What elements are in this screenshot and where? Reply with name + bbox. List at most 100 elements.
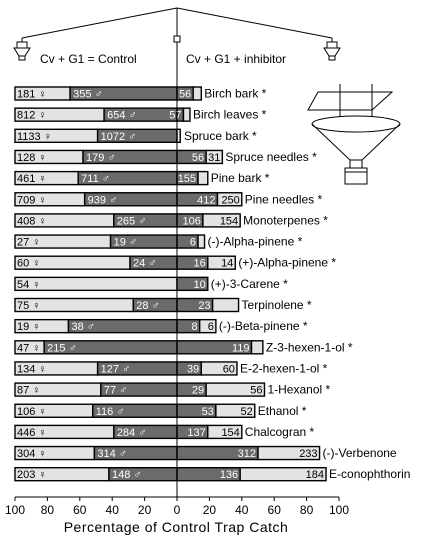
control-female-label: 106 ♀ bbox=[17, 406, 47, 418]
inhibitor-male-label: 23 bbox=[198, 300, 210, 312]
inhibitor-male-label: 312 bbox=[238, 448, 256, 460]
inhibitor-male-label: 119 bbox=[232, 342, 250, 354]
inhibitor-female-label: 154 bbox=[221, 427, 239, 439]
control-male-label: 148 ♂ bbox=[112, 469, 142, 481]
control-male-label: 1072 ♂ bbox=[101, 131, 137, 143]
inhibitor-female-bar bbox=[197, 170, 209, 186]
category-label: (-)-Verbenone bbox=[323, 446, 397, 460]
category-label: Z-3-hexen-1-ol * bbox=[266, 340, 353, 354]
category-label: (-)-Alpha-pinene * bbox=[208, 235, 303, 249]
control-female-label: 408 ♀ bbox=[17, 215, 47, 227]
inhibitor-male-label: 56 bbox=[192, 152, 204, 164]
inhibitor-female-bar bbox=[197, 234, 206, 249]
trap-diagram: Cv + G1 = Control Cv + G1 + inhibitor bbox=[13, 7, 341, 88]
category-label: Spruce bark * bbox=[184, 129, 257, 143]
control-female-label: 128 ♀ bbox=[17, 152, 47, 164]
control-female-label: 1133 ♀ bbox=[17, 131, 52, 143]
inhibitor-female-bar bbox=[182, 107, 191, 122]
left-suspension-line bbox=[21, 7, 178, 39]
inhibitor-male-label: 10 bbox=[194, 279, 206, 291]
inhibitor-female-bar bbox=[205, 149, 224, 165]
category-label: (-)-Beta-pinene * bbox=[219, 319, 308, 333]
right-trap-icon bbox=[323, 38, 341, 61]
control-male-label: 77 ♂ bbox=[104, 385, 128, 397]
control-male-label: 127 ♂ bbox=[101, 363, 131, 375]
inhibitor-male-label: 106 bbox=[183, 215, 201, 227]
category-label: Spruce needles * bbox=[225, 150, 317, 164]
inhibitor-male-label: 29 bbox=[192, 385, 204, 397]
control-male-label: 24 ♂ bbox=[133, 258, 157, 270]
bar-row: 1133 ♀ 1072 ♂ Spruce bark * bbox=[14, 128, 257, 144]
x-tick-label: 20 bbox=[203, 503, 217, 517]
bar-row: 304 ♀ 314 ♂ 312 233 (-)-Verbenone bbox=[14, 445, 397, 461]
control-female-label: 19 ♀ bbox=[17, 321, 41, 333]
control-female-label: 27 ♀ bbox=[17, 237, 41, 249]
x-tick-label: 80 bbox=[300, 503, 314, 517]
inhibitor-male-label: 56 bbox=[179, 89, 191, 101]
x-tick-label: 100 bbox=[5, 503, 25, 517]
inhibitor-male-label: 8 bbox=[192, 321, 198, 333]
inhibitor-female-bar bbox=[211, 297, 240, 313]
inhibitor-male-label: 137 bbox=[187, 427, 205, 439]
control-male-label: 314 ♂ bbox=[97, 448, 127, 460]
control-male-label: 215 ♂ bbox=[47, 342, 77, 354]
category-label: E-conophthorin bbox=[329, 467, 410, 481]
control-female-label: 812 ♀ bbox=[17, 110, 47, 122]
control-male-label: 116 ♂ bbox=[96, 406, 125, 418]
inhibitor-female-label: 56 bbox=[250, 385, 262, 397]
control-female-label: 134 ♀ bbox=[17, 363, 47, 375]
control-male-label: 939 ♂ bbox=[88, 194, 118, 206]
inhibitor-female-label: 154 bbox=[220, 215, 238, 227]
control-male-label: 19 ♂ bbox=[114, 237, 138, 249]
category-label: Ethanol * bbox=[258, 404, 307, 418]
inhibitor-female-bar bbox=[202, 213, 241, 228]
x-axis-label: Percentage of Control Trap Catch bbox=[64, 519, 289, 535]
left-trap-icon bbox=[13, 38, 31, 61]
center-marker bbox=[173, 35, 181, 43]
inhibitor-female-label: 184 bbox=[306, 469, 324, 481]
control-female-label: 181 ♀ bbox=[17, 89, 47, 101]
inhibitor-male-label: 412 bbox=[197, 194, 215, 206]
control-male-label: 265 ♂ bbox=[117, 215, 147, 227]
inhibitor-female-bar bbox=[198, 318, 217, 334]
right-suspension-line bbox=[176, 7, 333, 39]
control-female-label: 304 ♀ bbox=[17, 448, 47, 460]
x-tick-label: 20 bbox=[138, 503, 152, 517]
inhibitor-female-bar bbox=[216, 192, 243, 207]
inhibitor-female-bar bbox=[192, 86, 202, 101]
control-female-label: 446 ♀ bbox=[17, 427, 47, 439]
inhibitor-female-label: 60 bbox=[223, 363, 235, 375]
category-label: Terpinolene * bbox=[242, 298, 312, 312]
category-label: Pine bark * bbox=[211, 171, 270, 185]
inhibitor-female-bar bbox=[215, 403, 256, 418]
inhibitor-female-label: 233 bbox=[299, 448, 317, 460]
inhibitor-female-bar bbox=[207, 424, 243, 440]
x-tick-label: 60 bbox=[73, 503, 87, 517]
control-female-label: 75 ♀ bbox=[17, 300, 41, 312]
inhibitor-female-bar bbox=[250, 340, 264, 355]
control-female-label: 47 ♀ bbox=[17, 342, 41, 354]
inhibitor-female-bar bbox=[200, 361, 238, 376]
control-male-label: 355 ♂ bbox=[73, 89, 103, 101]
x-tick-label: 60 bbox=[268, 503, 282, 517]
inhibitor-male-label: 155 bbox=[178, 173, 196, 185]
inhibitor-male-label: 6 bbox=[190, 237, 196, 249]
x-tick-label: 40 bbox=[235, 503, 249, 517]
bar-row: 47 ♀ 215 ♂ 119 Z-3-hexen-1-ol * bbox=[14, 340, 353, 355]
inhibitor-female-bar bbox=[239, 467, 327, 482]
control-female-label: 461 ♀ bbox=[17, 173, 47, 185]
inhibitor-female-label: 31 bbox=[208, 152, 220, 164]
control-male-label: 654 ♂ bbox=[107, 110, 137, 122]
